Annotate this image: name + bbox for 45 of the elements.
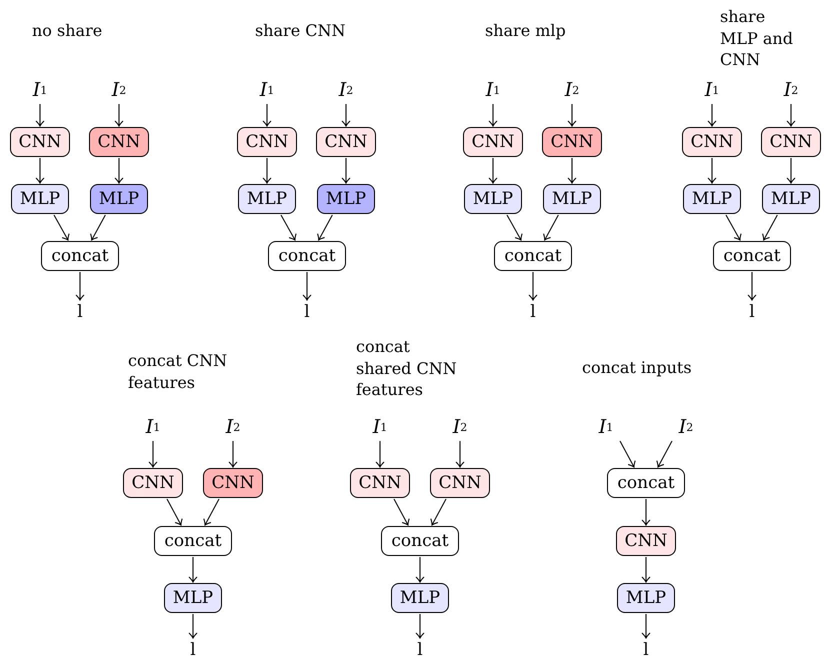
process-box: CNN (237, 127, 297, 157)
process-box: CNN (350, 468, 410, 498)
output-symbol: l (638, 639, 654, 661)
process-box: CNN (123, 468, 183, 498)
output-symbol: l (72, 301, 88, 323)
output-symbol: l (299, 301, 315, 323)
process-box: CNN (682, 127, 742, 157)
process-box: MLP (762, 184, 820, 214)
panel-title: concat inputs (582, 357, 693, 379)
output-symbol: l (744, 301, 760, 323)
process-box: concat (268, 241, 346, 271)
process-box: CNN (616, 526, 676, 556)
process-box: CNN (761, 127, 821, 157)
process-box: CNN (203, 468, 263, 498)
process-box: concat (713, 241, 791, 271)
process-box: MLP (164, 583, 222, 613)
process-box: CNN (463, 127, 523, 157)
process-box: concat (494, 241, 572, 271)
process-box: MLP (391, 583, 449, 613)
process-box: MLP (543, 184, 601, 214)
process-box: MLP (464, 184, 522, 214)
panel-title: no share (32, 20, 104, 42)
process-box: CNN (316, 127, 376, 157)
output-symbol: l (525, 301, 541, 323)
panel-title: share MLP and CNN (720, 6, 794, 71)
output-symbol: l (185, 639, 201, 661)
process-box: concat (381, 526, 459, 556)
process-box: concat (607, 468, 685, 498)
process-box: MLP (317, 184, 375, 214)
process-box: MLP (683, 184, 741, 214)
process-box: CNN (89, 127, 149, 157)
panel-title: concat shared CNN features (356, 336, 458, 401)
process-box: concat (154, 526, 232, 556)
process-box: MLP (617, 583, 675, 613)
panel-title: share mlp (485, 20, 567, 42)
panel-title: share CNN (255, 20, 346, 42)
panel-title: concat CNN features (128, 350, 228, 394)
process-box: MLP (238, 184, 296, 214)
process-box: MLP (11, 184, 69, 214)
output-symbol: l (412, 639, 428, 661)
process-box: MLP (90, 184, 148, 214)
process-box: CNN (430, 468, 490, 498)
process-box: CNN (10, 127, 70, 157)
process-box: concat (41, 241, 119, 271)
process-box: CNN (542, 127, 602, 157)
